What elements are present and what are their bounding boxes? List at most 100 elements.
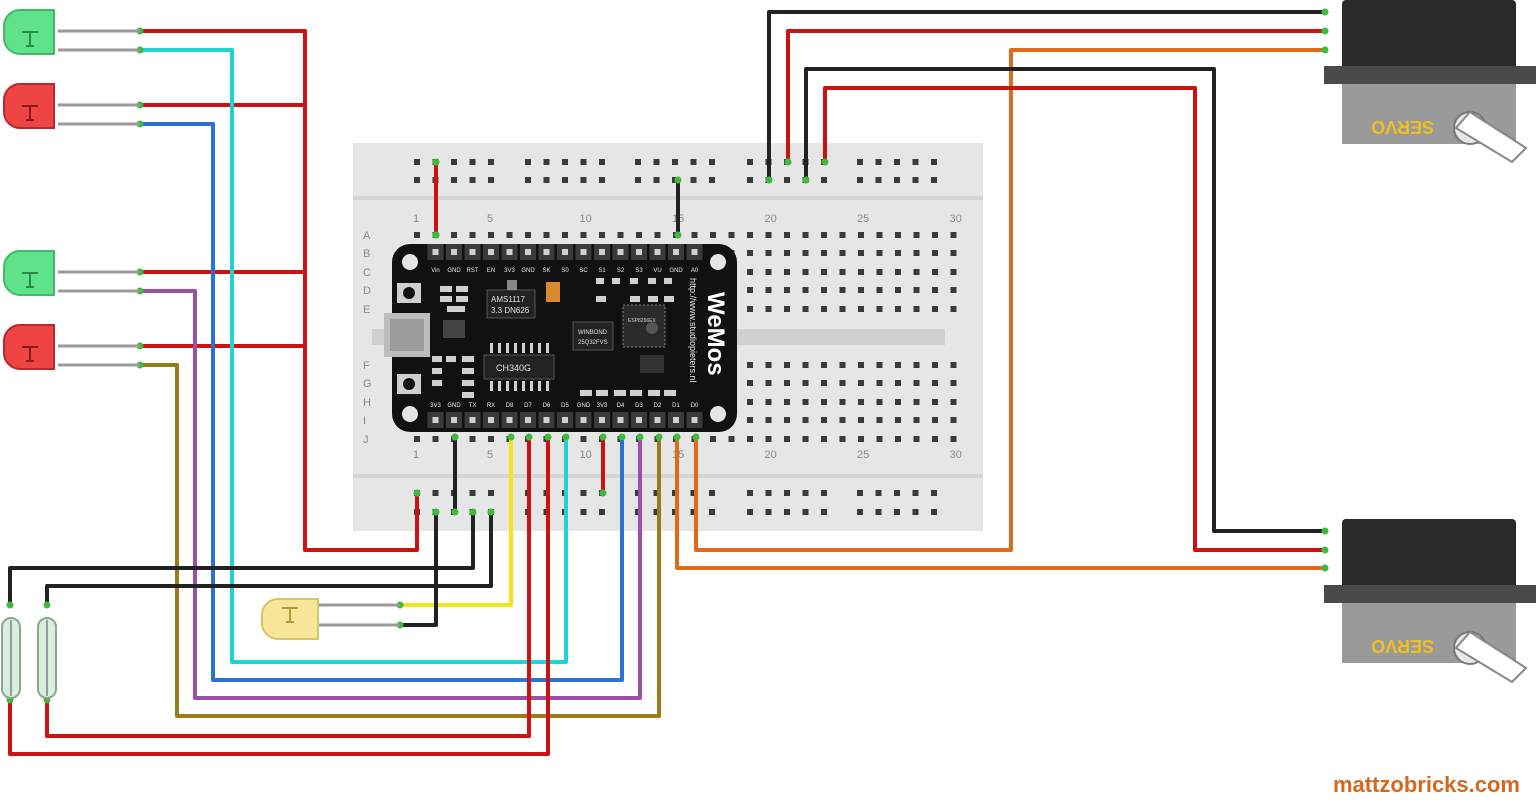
header-pin-metal: [599, 417, 605, 423]
pin-label-bottom: TX: [469, 403, 477, 409]
breadboard-hole: [469, 232, 476, 238]
site-credit[interactable]: mattzobricks.com: [1332, 772, 1520, 797]
header-pin-metal: [617, 417, 624, 423]
wires: [8, 10, 1327, 756]
breadboard-hole: [876, 436, 883, 442]
usb-connector-inner: [390, 319, 424, 351]
breadboard-hole: [858, 287, 864, 293]
pin-label-bottom: D3: [635, 403, 643, 409]
breadboard-hole: [821, 269, 827, 275]
led-green-1: [3, 9, 140, 55]
ic-pin: [514, 343, 517, 353]
header-pin-metal: [543, 249, 550, 255]
breadboard-hole: [932, 250, 938, 256]
pin-label-top: EN: [487, 268, 495, 274]
ic-pin: [530, 381, 533, 391]
rail-hole: [747, 509, 753, 515]
breadboard-hole: [617, 232, 624, 238]
breadboard-hole: [858, 380, 864, 386]
breadboard-hole: [876, 250, 883, 256]
wire-endpoint: [1321, 564, 1329, 572]
column-label-bottom: 20: [765, 449, 777, 461]
wire-black-servo1: [767, 10, 1327, 182]
wire-endpoint: [821, 158, 829, 166]
rail-hole: [709, 177, 715, 183]
pin-label-bottom: D6: [543, 403, 551, 409]
breadboard-hole: [839, 287, 846, 293]
breadboard-hole: [784, 250, 790, 256]
breadboard-hole: [858, 399, 864, 405]
breadboard-hole: [414, 436, 420, 442]
rail-hole: [488, 159, 494, 165]
breadboard-hole: [747, 399, 753, 405]
header-pin-metal: [543, 417, 550, 423]
header-pin-metal: [580, 249, 587, 255]
header-pin-metal: [506, 417, 513, 423]
breadboard-hole: [895, 287, 901, 293]
column-label-top: 1: [413, 213, 419, 225]
rail-hole: [653, 159, 660, 165]
regulator-label-1: AMS1117: [491, 295, 525, 304]
breadboard-hole: [525, 232, 531, 238]
wire-endpoint: [1321, 527, 1329, 535]
rail-hole: [709, 159, 715, 165]
pin-label-top: GND: [447, 268, 461, 274]
pin-label-top: A0: [691, 268, 699, 274]
breadboard-hole: [469, 436, 476, 442]
wire-endpoint: [674, 176, 682, 184]
breadboard-hole: [895, 269, 901, 275]
breadboard-hole: [913, 232, 920, 238]
led-die: [282, 607, 298, 623]
mounting-hole: [402, 406, 418, 422]
rail-hole: [931, 509, 937, 515]
rail-hole: [747, 159, 753, 165]
column-label-top: 30: [950, 213, 962, 225]
breadboard-hole: [932, 269, 938, 275]
breadboard-hole: [784, 287, 790, 293]
pin-label-bottom: 3V3: [430, 403, 441, 409]
breadboard-hole: [432, 436, 439, 442]
wire-endpoint: [636, 433, 644, 441]
smd-part: [456, 286, 468, 292]
breadboard-hole: [747, 250, 753, 256]
wire-purple-led3: [138, 289, 642, 700]
pin-header-bottom: [427, 412, 703, 428]
wire-endpoint: [673, 433, 681, 441]
rail-hole: [821, 177, 827, 183]
rail-hole: [653, 509, 660, 515]
breadboard-hole: [710, 436, 716, 442]
wire-endpoint: [469, 508, 477, 516]
wire-endpoint: [674, 231, 682, 239]
breadboard-hole: [691, 232, 698, 238]
ic-pin: [522, 381, 525, 391]
breadboard-hole: [747, 269, 753, 275]
column-label-top: 5: [487, 213, 493, 225]
wire-endpoint: [599, 433, 607, 441]
rail-hole: [543, 177, 550, 183]
header-pin-metal: [432, 249, 439, 255]
header-pin-metal: [580, 417, 587, 423]
servo-top: SERVO: [1324, 0, 1536, 164]
breadboard-hole: [821, 232, 827, 238]
header-pin-metal: [673, 249, 679, 255]
breadboard-hole: [543, 232, 550, 238]
rail-hole: [784, 490, 790, 496]
smd-components: [432, 278, 676, 398]
rail-hole: [765, 490, 772, 496]
header-pin-metal: [691, 417, 698, 423]
pin-label-top: 3V3: [504, 268, 515, 274]
rail-hole: [635, 177, 641, 183]
breadboard-hole: [839, 380, 846, 386]
wire-endpoint: [451, 433, 459, 441]
rail-hole: [580, 159, 587, 165]
rail-hole: [857, 490, 863, 496]
breadboard-hole: [876, 269, 883, 275]
breadboard-hole: [488, 232, 494, 238]
wire-endpoint: [432, 158, 440, 166]
pin-label-bottom: D1: [672, 403, 680, 409]
row-label: C: [363, 267, 371, 279]
breadboard-hole: [932, 436, 938, 442]
reset-button-knob: [403, 287, 415, 299]
breadboard-hole: [802, 269, 809, 275]
